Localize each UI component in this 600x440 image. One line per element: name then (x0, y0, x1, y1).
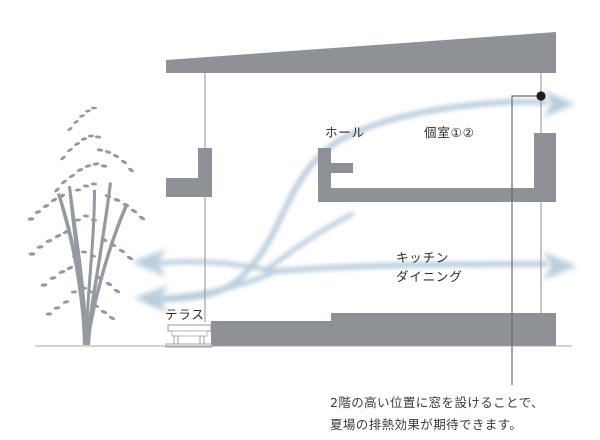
callout-dot (536, 91, 546, 101)
terrace-deck (165, 324, 213, 348)
airflow-left-branch-lower (157, 271, 273, 301)
left-slab (166, 178, 212, 197)
arrow-upper-right (543, 90, 575, 118)
airflow-mid-run (265, 261, 548, 275)
second-floor-slab (318, 188, 556, 202)
airflow-branch-diagonal (263, 211, 355, 273)
deciduous-tree (27, 106, 146, 345)
arrow-left-upper (132, 249, 166, 277)
airflow-left-branch-upper (155, 259, 271, 273)
callout-leader (511, 91, 546, 385)
ground-floor-slab-low (211, 321, 331, 346)
window-reveal-wall (534, 133, 556, 191)
arrow-mid-right (543, 252, 577, 280)
arrow-left-lower (134, 285, 168, 313)
left-wall-stub (198, 148, 212, 180)
airflow-group (147, 99, 548, 303)
ground-floor-slab-high (331, 313, 556, 346)
airflow-arrowheads (132, 90, 577, 313)
second-floor-wall-nub (331, 163, 353, 173)
sloped-roof (166, 32, 556, 73)
second-floor-wall-stub (318, 148, 331, 190)
